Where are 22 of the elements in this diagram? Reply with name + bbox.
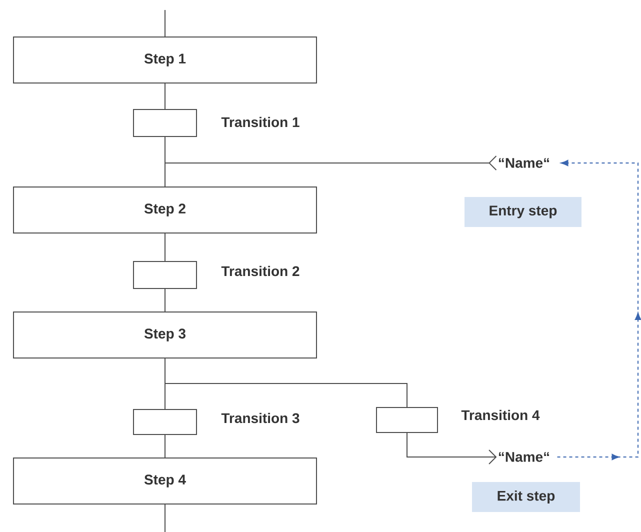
step-type-label: Entry step: [464, 197, 582, 227]
connector: [164, 10, 166, 37]
step-name: “Name“: [498, 452, 550, 462]
step-name: “Name“: [498, 158, 550, 168]
step-box: Step 1: [13, 36, 317, 84]
transition-label: Transition 4: [461, 410, 540, 420]
step-box: Step 2: [13, 186, 317, 234]
connector: [164, 288, 166, 312]
transition-label: Transition 1: [221, 116, 300, 128]
step-type-label: Exit step: [472, 482, 580, 512]
connector: [556, 160, 641, 460]
step-box: Step 4: [13, 458, 317, 504]
step-box: Step 3: [13, 312, 317, 358]
transition-label: Transition 3: [221, 412, 300, 424]
connector: [406, 432, 497, 464]
connector: [164, 434, 166, 458]
connector: [164, 504, 166, 532]
connector: [164, 156, 497, 187]
transition-label: Transition 2: [221, 266, 300, 276]
connector: [164, 358, 408, 408]
connector: [164, 233, 166, 262]
connector: [164, 83, 166, 110]
